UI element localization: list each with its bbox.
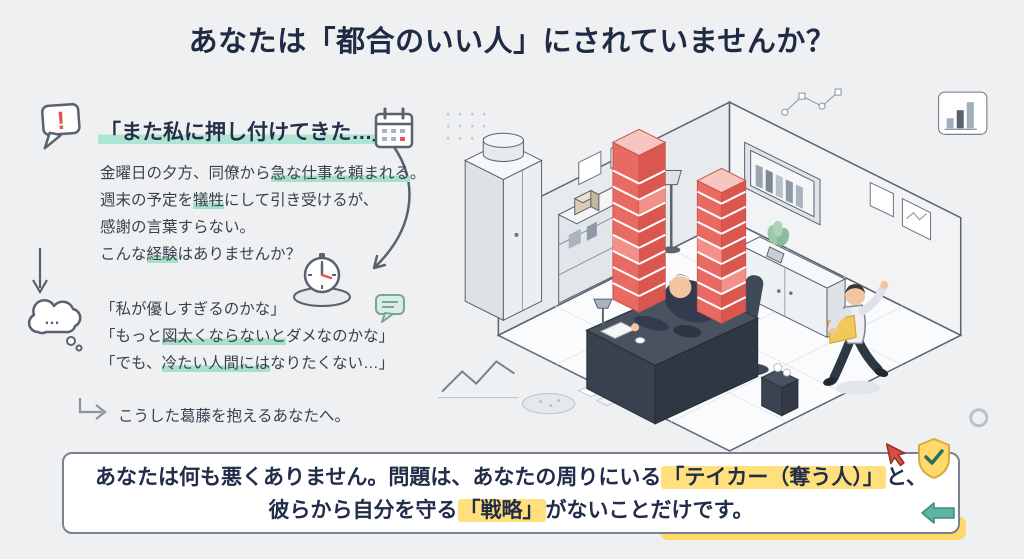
node-graph-decoration (781, 88, 842, 116)
banner-line: 彼らから自分を守る「戦略」がないことだけです。 (268, 499, 754, 522)
thought-line: 「私が優しすぎるのかな」 (100, 301, 286, 318)
page-title: あなたは「都合のいい人」にされていませんか？ (188, 26, 836, 58)
clock-icon (288, 250, 360, 313)
curved-arrow-icon (352, 142, 424, 287)
office-illustration (428, 84, 1016, 454)
cursor-icon (884, 440, 910, 475)
dot-grid-decoration (446, 112, 486, 140)
svg-text:!: ! (56, 107, 66, 136)
teal-arrow-icon (920, 500, 956, 531)
conclusion-banner: あなたは何も悪くありません。問題は、あなたの周りにいる「テイカー（奪う人）」と、… (62, 452, 960, 534)
story-line: 金曜日の夕方、同僚から急な仕事を頼まれる。 (100, 165, 426, 182)
story-headline: 「また私に押し付けてきた…」 (98, 116, 396, 146)
bar-chart-decoration (938, 91, 988, 135)
elbow-arrow-icon (74, 396, 114, 431)
closing-text: こうした葛藤を抱えるあなたへ。 (118, 408, 351, 425)
svg-text:…: … (44, 311, 60, 328)
line-chart-decoration (438, 360, 519, 399)
story-line: 週末の予定を犠牲にして引き受けるが、 (100, 192, 379, 209)
story-line: こんな経験はありませんか？ (100, 246, 302, 263)
thought-line: 「もっと図太くならないとダメなのかな」 (100, 328, 395, 345)
shield-check-icon (914, 436, 954, 487)
calendar-icon (372, 106, 416, 157)
circle-decoration (969, 408, 989, 428)
banner-line: あなたは何も悪くありません。問題は、あなたの周りにいる「テイカー（奪う人）」と、 (94, 466, 928, 489)
thought-bubble-icon: … (24, 296, 86, 359)
inner-thoughts: 「私が優しすぎるのかな」 「もっと図太くならないとダメなのかな」 「でも、冷たい… (100, 296, 394, 377)
thought-line: 「でも、冷たい人間にはなりたくない…」 (100, 355, 395, 372)
story-line: 感謝の言葉すらない。 (100, 219, 256, 236)
headline-text: 「また私に押し付けてきた…」 (98, 121, 396, 144)
story-lines: 金曜日の夕方、同僚から急な仕事を頼まれる。 週末の予定を犠牲にして引き受けるが、… (100, 160, 426, 268)
speech-bubble-icon (374, 292, 408, 329)
alert-speech-bubble-icon: ! (34, 100, 88, 159)
down-arrow-icon (28, 246, 52, 307)
